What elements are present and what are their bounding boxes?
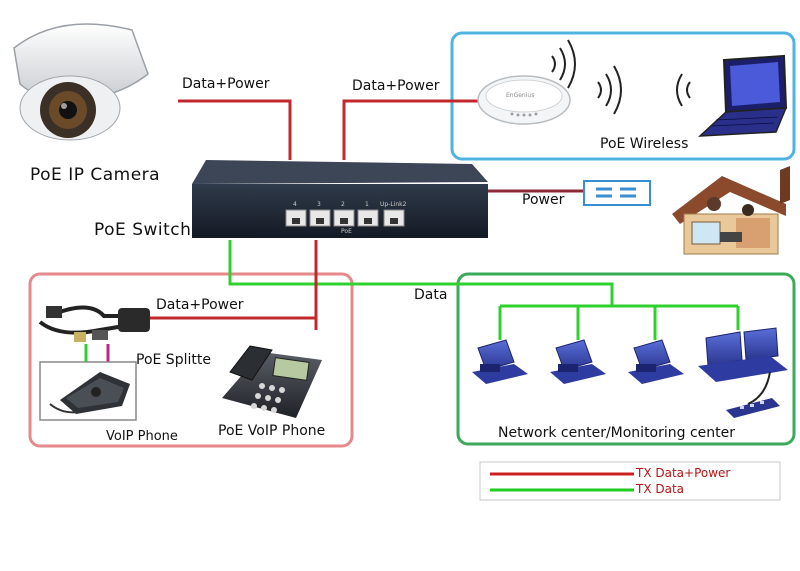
voip-desk-phone (222, 345, 322, 418)
laptop (697, 54, 788, 137)
voip-phone-label: VoIP Phone (106, 429, 178, 444)
switch-label: PoE Switch (94, 220, 192, 240)
computer-3 (628, 339, 684, 384)
ap-data-power-label: Data+Power (352, 78, 440, 94)
monitoring-station (698, 327, 788, 418)
network-center-label: Network center/Monitoring center (498, 425, 736, 441)
poe-switch (192, 160, 488, 238)
camera-label: PoE IP Camera (30, 165, 161, 185)
computer-2 (550, 339, 606, 384)
switch-port-label-uplink: Up-Link2 (380, 201, 407, 208)
switch-port-label-1: 1 (365, 201, 369, 208)
poe-splitter (38, 305, 150, 342)
power-label: Power (522, 192, 565, 208)
ap-brand-label: EnGenius (506, 92, 535, 99)
access-point (477, 75, 571, 125)
poe-voip-phone-label: PoE VoIP Phone (218, 423, 326, 439)
network-region-box (456, 272, 796, 446)
switch-poe-label: PoE (341, 228, 352, 235)
switch-port-label-3: 3 (317, 201, 321, 208)
data-label: Data (414, 287, 448, 303)
legend (479, 461, 781, 501)
data-lines (84, 240, 740, 362)
legend-label-data: TX Data (636, 482, 685, 496)
conference-phone (39, 361, 137, 421)
phone-region-box (28, 272, 354, 448)
splitter-data-power-label: Data+Power (156, 297, 244, 313)
data-power-lines (106, 99, 480, 362)
splitter-label: PoE Splitte (136, 352, 211, 368)
switch-port-label-4: 4 (293, 201, 297, 208)
ip-camera (13, 23, 149, 141)
power-outlet (583, 180, 651, 206)
computer-1 (472, 339, 528, 384)
wireless-label: PoE Wireless (600, 136, 689, 152)
wifi-signal-icon (551, 39, 691, 115)
legend-label-data-power: TX Data+Power (636, 466, 731, 480)
switch-port-label-2: 2 (341, 201, 345, 208)
wireless-region-box (450, 31, 796, 161)
camera-data-power-label: Data+Power (182, 76, 270, 92)
desktop-computers (472, 327, 788, 418)
house-illustration (672, 166, 790, 255)
switch-ports (285, 209, 405, 227)
